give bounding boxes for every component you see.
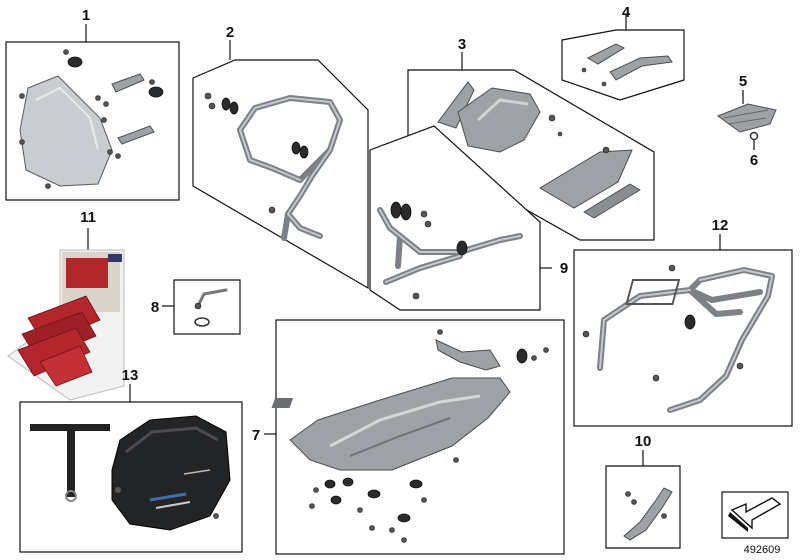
lower-guard-bar [377, 207, 523, 285]
windshield-bracket [111, 73, 145, 93]
part-group-13[interactable]: 13 [19, 367, 243, 553]
callout-9[interactable]: 9 [560, 260, 568, 277]
bracket-part [586, 43, 626, 65]
callout-1[interactable]: 1 [82, 7, 90, 24]
key-part [196, 288, 228, 308]
part-frame-4 [561, 29, 685, 101]
skid-plate-bracket [435, 339, 501, 371]
reference-icon-group: 492609 [721, 491, 789, 556]
callout-10[interactable]: 10 [635, 433, 652, 450]
engine-guard-bar [237, 95, 343, 241]
part-group-2[interactable]: 2 [192, 24, 369, 290]
tank-bag-stripe [149, 492, 187, 502]
part-frame-10 [605, 465, 681, 549]
callout-2[interactable]: 2 [226, 24, 234, 41]
mounting-hardware [309, 457, 459, 543]
tank-bag-logo [183, 469, 211, 475]
part-group-7[interactable]: 7 [216, 319, 565, 555]
brand-logo-icon [108, 254, 122, 262]
callout-3[interactable]: 3 [458, 36, 466, 53]
part-group-1[interactable]: 1 [5, 7, 180, 201]
part-frame-12 [573, 249, 793, 427]
part-group-11[interactable]: 11 [7, 209, 125, 401]
callout-7[interactable]: 7 [252, 427, 260, 444]
brake-lever-part [623, 487, 673, 541]
tank-bag-part [111, 415, 231, 531]
part-group-12[interactable]: 12 [573, 217, 793, 427]
diagram-id: 492609 [744, 544, 781, 556]
mounting-strap-part [30, 424, 110, 502]
windshield-part [19, 75, 113, 187]
callout-13[interactable]: 13 [122, 367, 139, 384]
part-group-3[interactable]: 3 [407, 36, 655, 241]
callout-12[interactable]: 12 [712, 217, 729, 234]
callout-6[interactable]: 6 [750, 152, 758, 169]
part-group-5-6[interactable]: 5 6 [716, 73, 777, 169]
side-cover-part [437, 81, 475, 129]
part-frame-8 [173, 279, 241, 335]
part-group-10[interactable]: 10 [605, 433, 681, 549]
part-group-9[interactable]: 9 [369, 125, 568, 311]
callout-11[interactable]: 11 [80, 209, 96, 226]
spring-washer-part [749, 131, 759, 141]
seal-ring-part [194, 317, 210, 327]
callout-5[interactable]: 5 [739, 73, 747, 90]
callout-4[interactable]: 4 [622, 4, 631, 21]
luggage-rack-part [597, 267, 775, 413]
callout-8[interactable]: 8 [151, 299, 159, 316]
part-group-8[interactable]: 8 [151, 279, 241, 335]
part-frame-9 [369, 125, 541, 311]
cylinder-guard-part [539, 149, 633, 209]
part-group-4[interactable]: 4 [561, 4, 685, 101]
